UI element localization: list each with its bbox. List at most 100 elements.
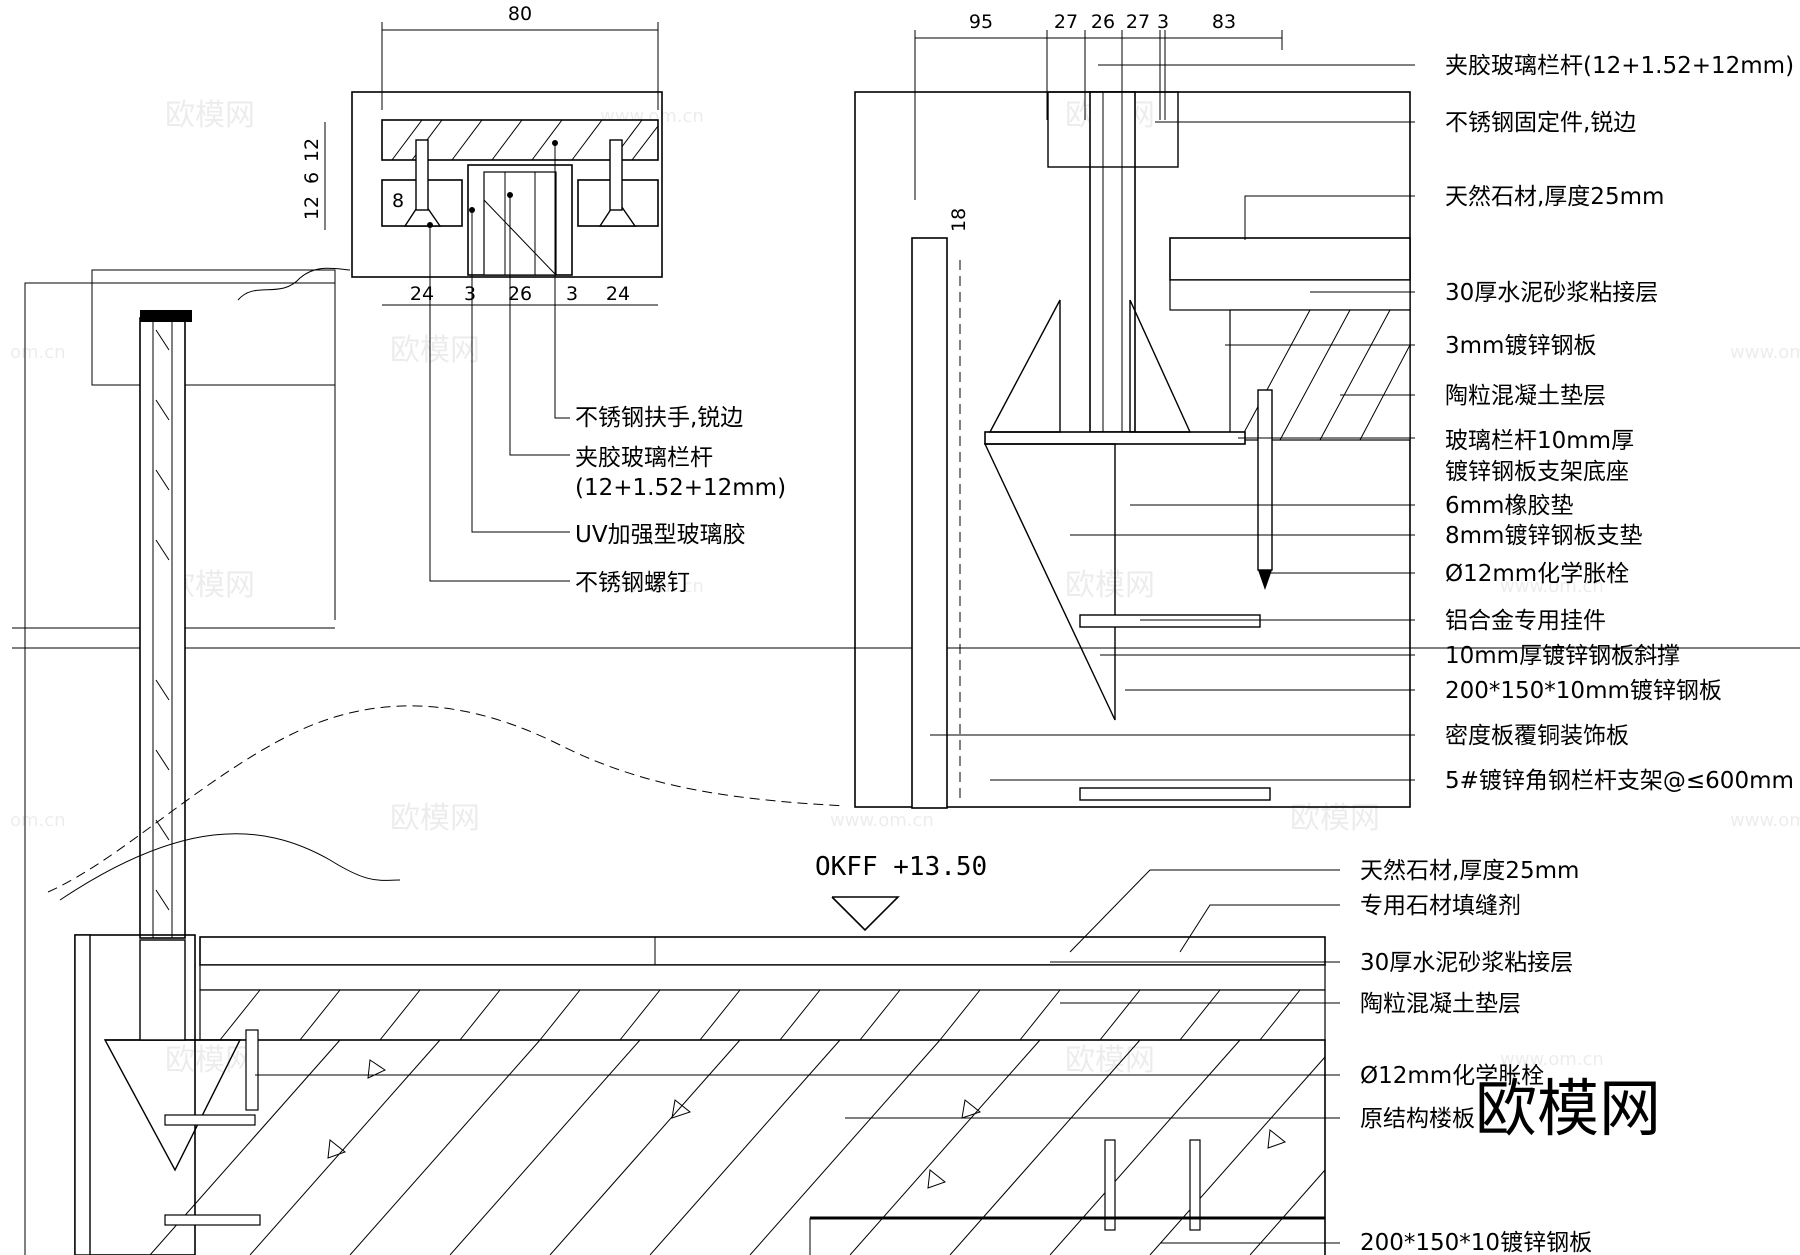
mortar-layer [199, 964, 1326, 991]
dim-3: 3 [1157, 11, 1169, 33]
screw [609, 139, 623, 211]
label-base-1: 玻璃栏杆10mm厚 [1445, 428, 1634, 454]
label-steel-plate: 200*150*10镀锌钢板 [1360, 1230, 1592, 1255]
dim-12: 12 [301, 196, 323, 220]
dim-26: 26 [508, 283, 532, 305]
anchor-bolt [1104, 1139, 1116, 1231]
ceramsite-layer [199, 989, 1326, 1041]
label-base-2: 镀锌钢板支架底座 [1445, 459, 1629, 485]
outline [24, 282, 335, 1255]
watermark-url: www.om.cn [1500, 1049, 1604, 1070]
dim-12: 12 [301, 138, 323, 162]
enlargement-frame [91, 269, 336, 386]
horizontal-anchor [1079, 787, 1271, 801]
horizontal-anchor [1079, 614, 1261, 628]
anchor-bolt [1189, 1139, 1201, 1231]
watermark-grid: 欧模网 www.om.cn 欧模网 欧模网 欧模网 om.cn www.om.c… [10, 98, 1800, 1078]
watermark-url: www.om.cn [1500, 576, 1604, 597]
label-laminated-glass: 夹胶玻璃栏杆 [575, 445, 713, 471]
detail-base: 95 27 26 27 3 83 18 [854, 11, 1794, 809]
watermark-url: om.cn [10, 810, 66, 831]
aggregate-marks [327, 1059, 1287, 1189]
glass-panel [139, 317, 186, 939]
left-overview [12, 267, 1800, 1255]
base-plate [984, 431, 1246, 445]
watermark-text: 欧模网 [1065, 568, 1155, 603]
dim-27: 27 [1054, 11, 1078, 33]
dim-26: 26 [1091, 11, 1115, 33]
label-filler: 专用石材填缝剂 [1360, 893, 1521, 919]
break-wave [47, 705, 846, 893]
hatch [219, 989, 1301, 1041]
anchor-bolt [1257, 389, 1273, 571]
break-wave [59, 833, 401, 901]
mdf-board [74, 934, 91, 1255]
slab-hatch [149, 1039, 1326, 1255]
label-hanger: 铝合金专用挂件 [1445, 608, 1606, 634]
label-angle-steel: 5#镀锌角钢栏杆支架@≤600mm [1445, 768, 1794, 794]
glass-hatch [155, 329, 170, 911]
detail-frame [351, 91, 663, 278]
break-line [237, 267, 351, 301]
label-mortar: 30厚水泥砂浆粘接层 [1445, 280, 1658, 306]
watermark-url: www.om.cn [1730, 810, 1800, 831]
ceramsite-layer [1229, 309, 1411, 441]
dim-80: 80 [508, 3, 532, 25]
elevation-label: OKFF +13.50 [815, 852, 987, 882]
dim-3: 3 [464, 283, 476, 305]
anchor-bolt [245, 1029, 259, 1111]
dim-8: 8 [392, 190, 404, 212]
elevation-marker [831, 896, 900, 932]
stone-layer [199, 936, 1326, 966]
handrail-cap [140, 310, 192, 322]
label-screw: 不锈钢螺钉 [575, 570, 690, 596]
label-stone: 天然石材,厚度25mm [1445, 184, 1664, 210]
fixing-clamp [1047, 91, 1179, 168]
watermark-url: www.om.cn [830, 810, 934, 831]
dim-27: 27 [1126, 11, 1150, 33]
mdf-board [911, 237, 948, 809]
dim-3: 3 [566, 283, 578, 305]
screw [415, 139, 429, 211]
watermark-url: www.om.cn [600, 576, 704, 597]
label-fixing: 不锈钢固定件,锐边 [1445, 110, 1636, 136]
dim-95: 95 [969, 11, 993, 33]
label-mortar: 30厚水泥砂浆粘接层 [1360, 950, 1573, 976]
label-handrail: 不锈钢扶手,锐边 [575, 405, 743, 431]
label-slab: 原结构楼板 [1360, 1106, 1475, 1132]
label-stone: 天然石材,厚度25mm [1360, 858, 1579, 884]
horizontal-anchor [164, 1114, 256, 1126]
label-brace: 10mm厚镀锌钢板斜撑 [1445, 643, 1680, 669]
label-shim: 8mm镀锌钢板支垫 [1445, 523, 1642, 549]
dim-18: 18 [948, 208, 970, 232]
watermark-text: 欧模网 [390, 333, 480, 368]
label-steel-plate: 200*150*10mm镀锌钢板 [1445, 678, 1722, 704]
mortar-layer [1169, 279, 1411, 311]
watermark-text: 欧模网 [390, 801, 480, 836]
glass-panel [1089, 91, 1136, 433]
label-rubber: 6mm橡胶垫 [1445, 493, 1573, 519]
horizontal-anchor [164, 1214, 261, 1226]
stone-layer [1169, 237, 1411, 281]
dim-83: 83 [1212, 11, 1236, 33]
slab-outline [105, 1039, 1326, 1255]
dim-24: 24 [410, 283, 434, 305]
diagonal-brace [983, 443, 1116, 721]
watermark-text: 欧模网 [165, 98, 255, 133]
label-ceramsite: 陶粒混凝土垫层 [1445, 383, 1606, 409]
dim-6: 6 [301, 172, 323, 184]
watermark-text: 欧模网 [1065, 1043, 1155, 1078]
hatch [1239, 309, 1411, 441]
label-glass-spec: (12+1.52+12mm) [575, 475, 786, 501]
dim-24: 24 [606, 283, 630, 305]
label-galv-plate: 3mm镀锌钢板 [1445, 333, 1596, 359]
label-uv-glue: UV加强型玻璃胶 [575, 522, 746, 548]
label-anchor: Ø12mm化学胀栓 [1360, 1063, 1544, 1089]
floor-section: OKFF +13.50 [74, 852, 1592, 1255]
detail-handrail: 80 12 6 12 8 24 3 26 3 24 不锈钢扶手,锐边 夹胶玻璃栏… [301, 3, 786, 596]
label-anchor: Ø12mm化学胀栓 [1445, 561, 1629, 587]
watermark-url: www.om.cn [1730, 342, 1800, 363]
label-ceramsite: 陶粒混凝土垫层 [1360, 991, 1521, 1017]
logo-watermark: 欧模网 [1475, 1072, 1661, 1145]
